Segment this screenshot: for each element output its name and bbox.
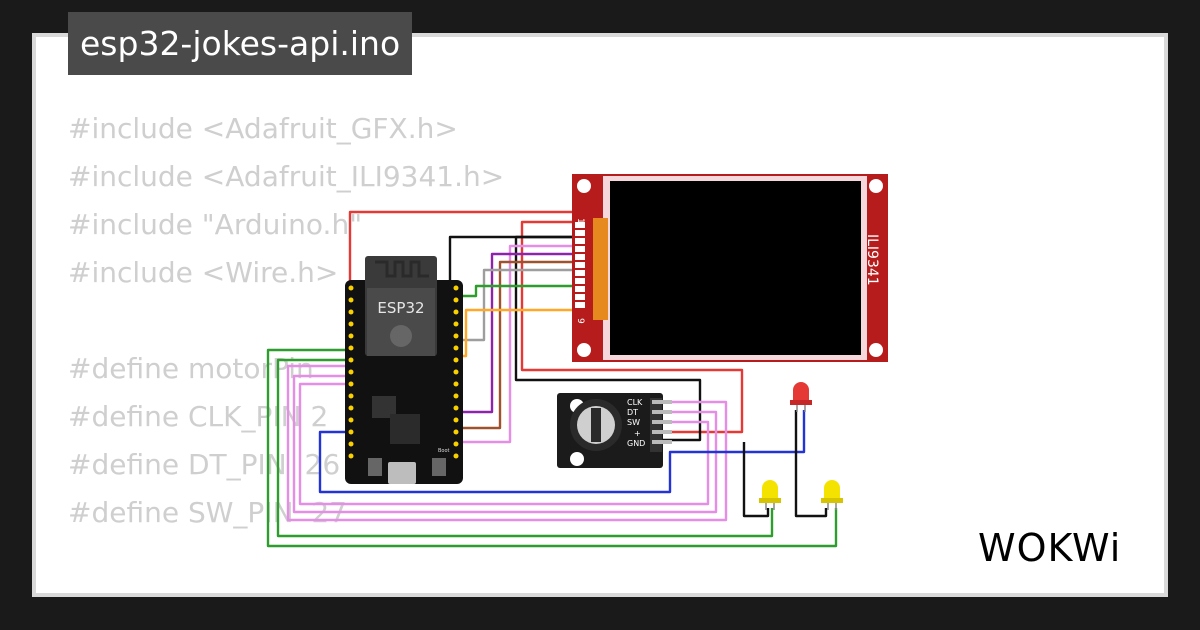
display-ribbon [593, 218, 608, 320]
wire-red-display-vcc [348, 210, 578, 290]
wires [266, 210, 838, 548]
wire-gray [462, 268, 578, 342]
ili9341-display[interactable]: 1 9 ILI9341 [572, 174, 888, 362]
usb-port [388, 462, 416, 484]
code-line: #include <Adafruit_GFX.h> [68, 112, 458, 145]
wire-pink-1 [462, 244, 578, 444]
boot-button[interactable] [432, 458, 446, 476]
wire-black-led2 [794, 410, 828, 518]
display-pin-first-label: 1 [575, 218, 585, 224]
display-pin-header [575, 222, 585, 308]
display-pin-last-label: 9 [575, 318, 585, 324]
code-line: #define CLK_PIN 2 [68, 400, 329, 433]
encoder-pin-label: CLK [627, 398, 643, 407]
wire-green-1 [455, 284, 578, 298]
code-line: #include <Adafruit_ILI9341.h> [68, 160, 505, 193]
wire-pink-sw [298, 382, 710, 506]
yellow-led-2[interactable] [821, 480, 843, 510]
wire-black-led1 [742, 442, 770, 518]
code-line: #define ... SW 23 [68, 585, 504, 593]
encoder-pin-label: DT [627, 408, 638, 417]
wire-pink-clk [286, 364, 728, 522]
en-button[interactable] [368, 458, 382, 476]
code-line: #define motorPin [68, 352, 314, 385]
red-led[interactable] [790, 382, 812, 412]
boot-label: Boot [438, 448, 450, 454]
code-line: #include "Arduino.h" [68, 208, 363, 241]
file-name-tab: esp32-jokes-api.ino [68, 12, 413, 75]
esp32-pins-right [453, 285, 459, 459]
wire-red-encoder-plus [520, 220, 744, 434]
code-line: #define DT_PIN 26 [68, 448, 341, 481]
wire-brown [462, 260, 578, 430]
esp32-label: ESP32 [377, 299, 424, 317]
code-preview: #include <Adafruit_GFX.h> #include <Adaf… [68, 105, 504, 593]
esp32-board[interactable]: ESP32 Boot [345, 256, 463, 484]
esp32-pins-left [348, 285, 354, 459]
wire-blue [318, 410, 806, 494]
wokwi-logo: WOKWi [978, 526, 1122, 570]
encoder-pin-label: + [634, 429, 641, 438]
yellow-led-1[interactable] [759, 480, 781, 510]
encoder-pin-label: GND [627, 439, 645, 448]
display-model-label: ILI9341 [864, 234, 880, 286]
wire-green-led2 [276, 358, 774, 538]
display-screen [610, 181, 861, 355]
wire-pink-dt [292, 374, 718, 514]
wire-purple [462, 252, 578, 414]
encoder-pin-label: SW [627, 418, 640, 427]
rotary-encoder[interactable]: CLK DT SW + GND [557, 393, 672, 468]
wire-green-led [266, 348, 838, 548]
code-line: #include <Wire.h> [68, 256, 339, 289]
encoder-pin-header [650, 398, 672, 452]
wire-black-encoder-gnd [514, 235, 702, 442]
